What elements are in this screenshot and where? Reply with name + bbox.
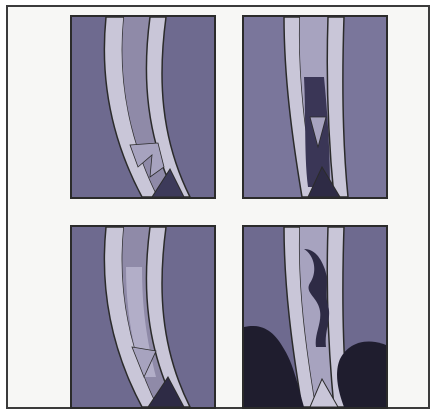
vessel-diagram-3 bbox=[72, 227, 214, 407]
vessel-diagram-2 bbox=[244, 17, 386, 197]
panel-1 bbox=[70, 15, 216, 199]
panel-2 bbox=[242, 15, 388, 199]
figure-frame bbox=[6, 5, 430, 409]
vessel-diagram-4 bbox=[244, 227, 386, 407]
panel-3 bbox=[70, 225, 216, 409]
panel-4 bbox=[242, 225, 388, 409]
vessel-diagram-1 bbox=[72, 17, 214, 197]
